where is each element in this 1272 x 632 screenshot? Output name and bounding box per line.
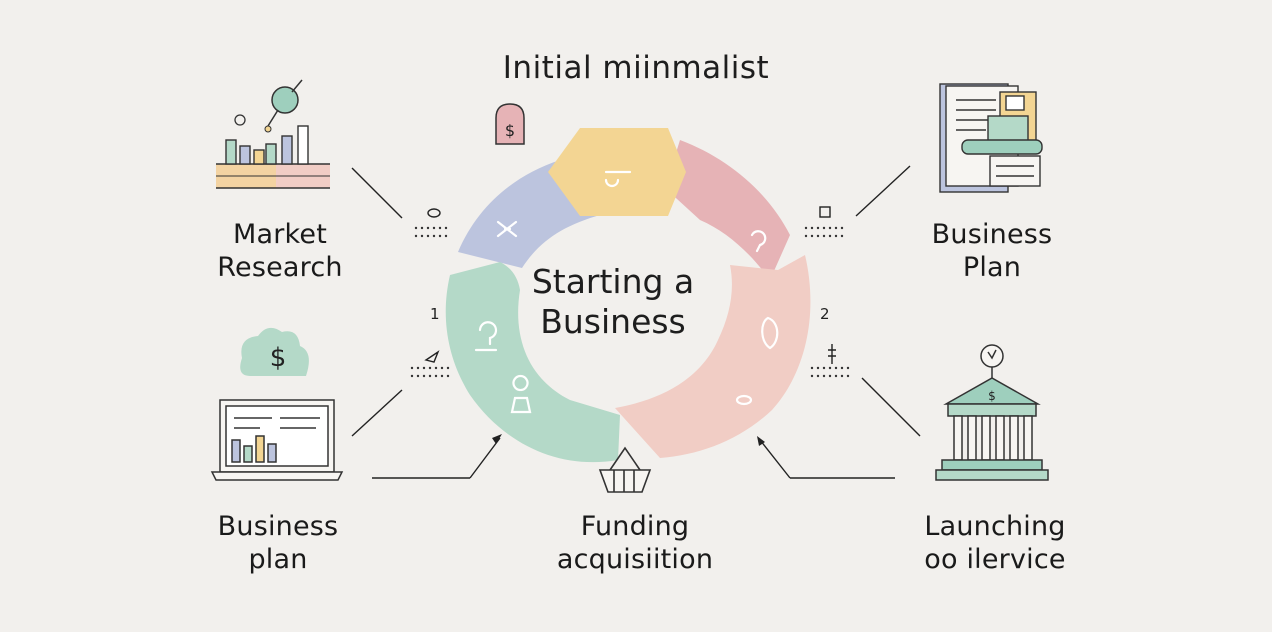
svg-text:$: $ bbox=[505, 121, 515, 140]
svg-text:$: $ bbox=[270, 343, 287, 373]
label-line: acquisiition bbox=[556, 544, 714, 575]
step-number-2: 2 bbox=[820, 305, 830, 323]
diagram-title: Initial miinmalist bbox=[502, 50, 770, 86]
connector-lines bbox=[351, 165, 921, 479]
person-icon bbox=[510, 374, 532, 414]
small-ornaments bbox=[424, 206, 836, 364]
documents-stack-icon bbox=[939, 83, 1043, 193]
leaf-icon bbox=[761, 316, 779, 350]
bulb-icon bbox=[750, 230, 767, 253]
label-business-plan-bottom: Business plan bbox=[188, 510, 368, 576]
hand-icon bbox=[604, 170, 632, 188]
label-line: Funding bbox=[580, 511, 690, 542]
label-line: plan bbox=[248, 544, 308, 575]
question-icon bbox=[474, 321, 498, 352]
basket-icon bbox=[598, 446, 652, 493]
dollar-cloud-icon: $ bbox=[240, 327, 309, 376]
label-launching-service: Launching oo ilervice bbox=[880, 510, 1110, 576]
dotted-accents bbox=[410, 226, 850, 378]
label-line: Research bbox=[217, 252, 343, 283]
label-market-research: Market Research bbox=[190, 218, 370, 284]
center-label: Starting a Business bbox=[508, 262, 718, 342]
label-line: oo ilervice bbox=[924, 544, 1066, 575]
pen-ornament bbox=[424, 350, 440, 363]
center-label-line1: Starting a bbox=[531, 262, 695, 301]
label-line: Plan bbox=[962, 252, 1022, 283]
label-funding-acquisition: Funding acquisiition bbox=[520, 510, 750, 576]
label-line: Business bbox=[931, 219, 1053, 250]
cycle-ring bbox=[445, 128, 811, 463]
center-label-line2: Business bbox=[540, 302, 686, 341]
coin-icon bbox=[735, 394, 753, 406]
bar-chart-magnifier-icon bbox=[216, 79, 330, 189]
segment-pink bbox=[665, 140, 790, 280]
svg-text:$: $ bbox=[988, 389, 996, 403]
step-number-1: 1 bbox=[430, 305, 440, 323]
segment-mint bbox=[445, 262, 620, 463]
dollar-tag-icon: $ bbox=[495, 103, 525, 145]
oval-ornament bbox=[427, 208, 441, 218]
bank-building-icon: $ bbox=[935, 344, 1049, 481]
square-ornament bbox=[819, 206, 831, 218]
label-business-plan-top: Business Plan bbox=[902, 218, 1082, 284]
label-line: Business bbox=[217, 511, 339, 542]
segment-glyphs bbox=[474, 170, 779, 414]
laptop-chart-icon bbox=[210, 399, 344, 481]
tools-icon bbox=[496, 220, 518, 238]
tower-ornament bbox=[828, 344, 836, 364]
arrow-heads bbox=[492, 434, 765, 446]
label-line: Launching bbox=[924, 511, 1066, 542]
label-line: Market bbox=[232, 219, 327, 250]
segment-salmon bbox=[615, 255, 811, 458]
